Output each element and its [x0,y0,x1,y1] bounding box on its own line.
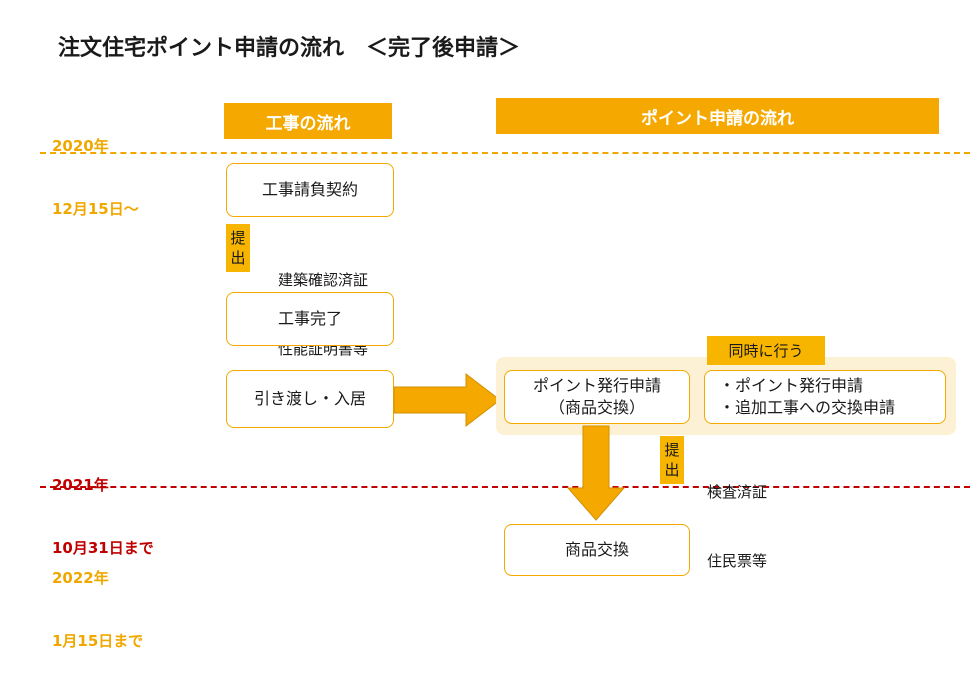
simultaneous-tag: 同時に行う [707,336,825,365]
submit-badge-char: 提 [664,441,680,459]
point-issue-application-box: ポイント発行申請 （商品交換） [504,370,690,424]
point-issue-sublabel: （商品交換） [548,398,645,417]
submission-documents-2: 検査済証 住民票等 [707,435,767,596]
submit-badge-char: 出 [230,249,246,267]
submission-item: 検査済証 [707,483,768,501]
handover-move-in-box: 引き渡し・入居 [226,370,394,428]
submit-badge-1: 提 出 [226,224,250,272]
start-date-year: 2020年 [52,137,109,155]
down-arrow-icon [566,425,626,521]
combined-application-box: ・ポイント発行申請 ・追加工事への交換申請 [704,370,946,424]
combined-item: ・追加工事への交換申請 [719,398,896,417]
page-title: 注文住宅ポイント申請の流れ ＜完了後申請＞ [58,36,521,61]
start-date-label: 2020年 12月15日～ [52,94,139,241]
submission-item: 住民票等 [707,552,768,570]
right-arrow-icon [393,372,501,428]
construction-complete-box: 工事完了 [226,292,394,346]
construction-flow-header: 工事の流れ [224,103,392,139]
deadline-date-year: 2021年 [52,476,109,494]
start-date-day: 12月15日～ [52,200,139,218]
deadline-date-day: 10月31日まで [52,539,154,557]
submit-badge-2: 提 出 [660,436,684,484]
product-exchange-box: 商品交換 [504,524,690,576]
submit-badge-char: 出 [664,461,680,479]
combined-item: ・ポイント発行申請 [719,376,864,395]
exchange-date-day: 1月15日まで [52,632,144,650]
deadline-date-label: 2021年 10月31日まで [52,433,154,580]
submission-item: 建築確認済証 [278,271,369,289]
construction-contract-box: 工事請負契約 [226,163,394,217]
deadline-divider-line [40,486,970,488]
exchange-date-label: 2022年 1月15日まで [52,526,143,673]
exchange-date-year: 2022年 [52,569,109,587]
start-divider-line [40,152,970,154]
submit-badge-char: 提 [230,229,246,247]
point-flow-header: ポイント申請の流れ [496,98,939,134]
point-issue-label: ポイント発行申請 [532,376,661,395]
